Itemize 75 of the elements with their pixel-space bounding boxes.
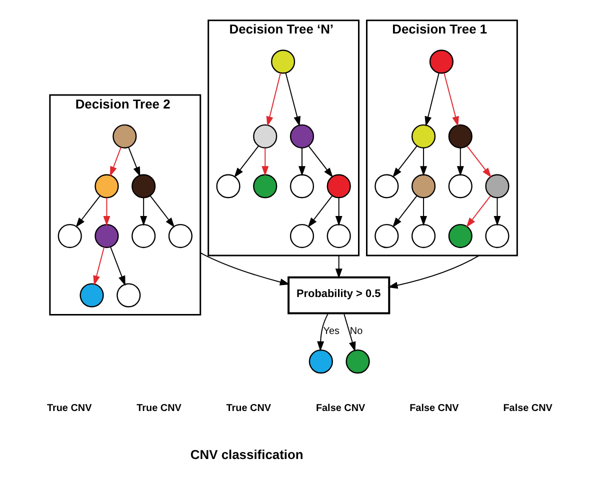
node-circle: [411, 124, 436, 148]
arrow: [110, 246, 126, 286]
edge-label: Yes: [323, 326, 340, 338]
node-circle: [80, 283, 104, 308]
label: False CNV: [410, 402, 459, 414]
arrow: [392, 195, 418, 228]
arrow: [285, 72, 301, 126]
node-circle: [374, 174, 399, 198]
label: False CNV: [316, 402, 366, 414]
node-circle: [94, 174, 119, 198]
arrow: [150, 195, 175, 228]
node-circle: [253, 124, 278, 148]
arrow: [466, 195, 491, 228]
node-circle: [58, 224, 82, 248]
node-circle: [216, 174, 240, 198]
cluster: Decision Tree ‘N’: [208, 20, 360, 256]
node-circle: [448, 224, 472, 248]
arrow: [262, 148, 269, 176]
arrow: [424, 72, 440, 126]
cluster: Decision Tree 2: [49, 94, 202, 316]
label: True CNV: [136, 402, 182, 414]
node-circle: [116, 283, 141, 308]
label: False CNV: [503, 402, 552, 414]
arrow: [76, 195, 100, 228]
node-circle: [485, 174, 510, 198]
cluster: Decision Tree 1: [366, 20, 518, 256]
arrow: [266, 72, 281, 126]
arrow: [335, 254, 342, 279]
arrow: [335, 197, 342, 226]
arrow: [456, 148, 464, 176]
arrow: [128, 147, 140, 177]
arrow: [234, 146, 259, 178]
label: True CNV: [46, 402, 92, 414]
node-circle: [448, 174, 472, 198]
label: CNV classification: [190, 447, 304, 462]
arrow: [110, 147, 122, 176]
edge-label: No: [350, 326, 363, 338]
node-circle: [485, 224, 510, 248]
node-circle: [374, 224, 399, 248]
node-circle: [346, 349, 370, 374]
arrow: [494, 197, 501, 226]
arrow: [298, 148, 306, 176]
arrow: [308, 195, 333, 228]
node-circle: [290, 224, 314, 248]
node-circle: [94, 224, 119, 248]
node-circle: [448, 124, 472, 148]
node-circle: [253, 174, 278, 198]
node-circle: [112, 124, 137, 148]
node-circle: [308, 349, 333, 374]
arrow: [93, 246, 105, 286]
arrow: [466, 146, 492, 178]
node-circle: [411, 174, 436, 198]
node-circle: [290, 174, 314, 198]
arrow: [308, 146, 334, 178]
arrow: [343, 313, 356, 352]
node-circle: [290, 124, 314, 148]
arrow: [392, 146, 418, 178]
arrow: [420, 148, 428, 176]
arrow: [200, 252, 290, 286]
node-circle: [326, 224, 351, 248]
arrow: [317, 312, 329, 352]
node-circle: [429, 50, 454, 74]
node-circle: [132, 174, 156, 198]
node-box: Probability > 0.5: [288, 276, 390, 314]
node-circle: [326, 174, 351, 198]
arrow: [420, 197, 428, 226]
arrow: [444, 72, 459, 126]
node-circle: [132, 224, 156, 248]
arrow: [388, 254, 480, 289]
label: True CNV: [226, 402, 272, 414]
node-circle: [168, 224, 192, 248]
node-circle: [271, 50, 296, 74]
arrow: [140, 197, 148, 226]
node-circle: [411, 224, 436, 248]
arrow: [103, 197, 110, 226]
